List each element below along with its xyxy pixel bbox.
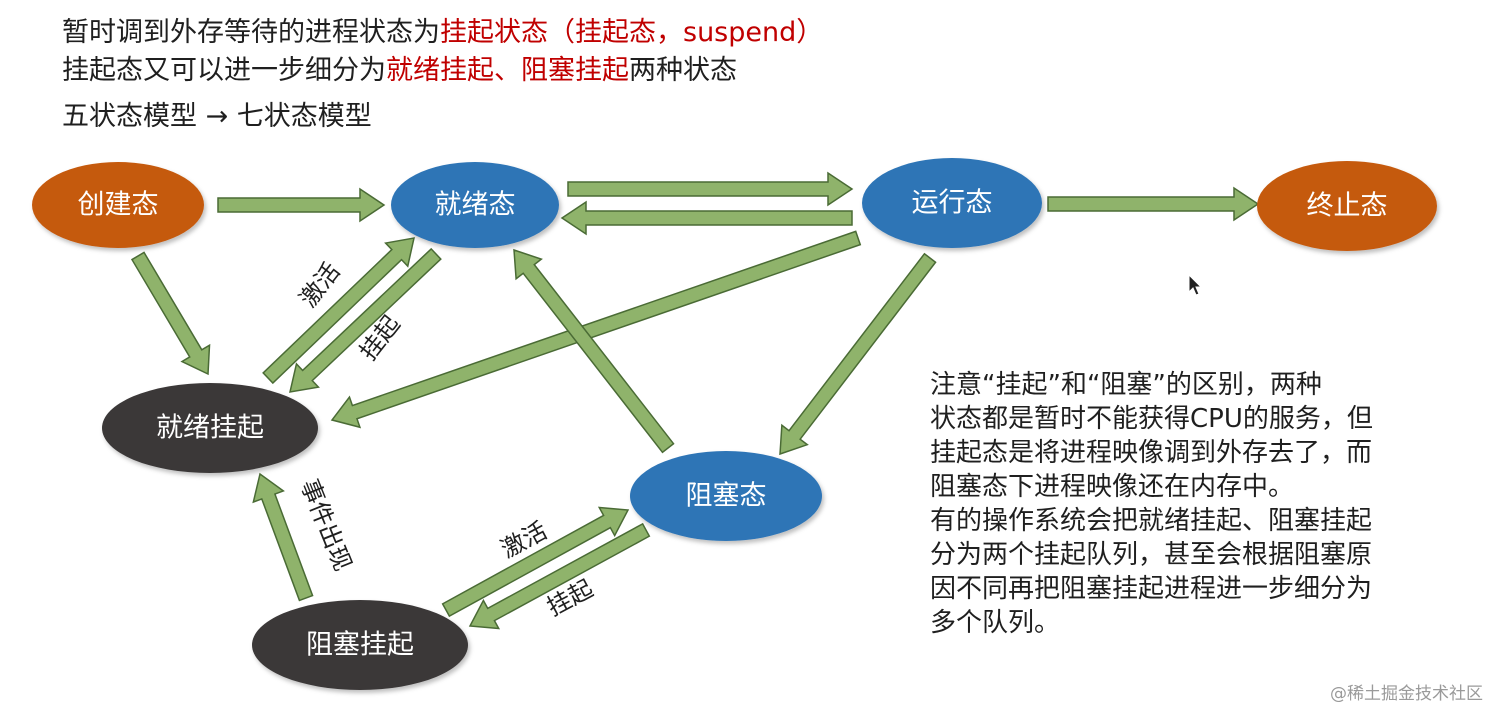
arrow-create-to-ready <box>217 187 386 223</box>
note-line: 阻塞态下进程映像还在内存中。 <box>930 472 1295 502</box>
note-line: 分为两个挂起队列，甚至会根据阻塞原 <box>930 540 1373 570</box>
note-line: 因不同再把阻塞挂起进程进一步细分为 <box>930 574 1373 604</box>
header-separator: 、 <box>494 55 521 86</box>
arrow-blocked-suspend-to-ready-suspend <box>252 472 314 602</box>
note-line: 多个队列。 <box>930 608 1061 638</box>
arrow-running-to-blocked <box>779 252 937 456</box>
note-box: 注意“挂起”和“阻塞”的区别，两种 状态都是暂时不能获得CPU的服务，但 挂起态… <box>930 368 1470 640</box>
node-blocked-suspend-label: 阻塞挂起 <box>306 630 414 661</box>
note-line: 挂起态是将进程映像调到外存去了，而 <box>930 438 1373 468</box>
header-blocked-suspend-highlight: 阻塞挂起 <box>521 55 629 86</box>
node-blocked-suspend: 阻塞挂起 <box>252 600 468 690</box>
node-terminate-label: 终止态 <box>1307 191 1388 222</box>
arrow-ready-suspend-to-ready <box>262 237 415 385</box>
arrow-blocked-suspend-to-blocked <box>441 506 630 618</box>
node-running: 运行态 <box>862 158 1042 248</box>
node-ready-suspend: 就绪挂起 <box>102 383 318 473</box>
arrow-running-to-ready-suspend <box>330 230 862 429</box>
node-ready-suspend-label: 就绪挂起 <box>156 413 264 444</box>
node-terminate: 终止态 <box>1257 161 1437 251</box>
arrow-ready-to-running <box>567 171 854 207</box>
node-ready: 就绪态 <box>391 162 559 248</box>
note-line: 注意“挂起”和“阻塞”的区别，两种 <box>930 370 1322 400</box>
label-event-occurs: 事件出现 <box>295 475 357 574</box>
header-line-1: 暂时调到外存等待的进程状态为挂起状态（挂起态，suspend） <box>62 16 823 50</box>
transition-arrows <box>130 171 1260 630</box>
node-create-label: 创建态 <box>78 190 159 221</box>
node-running-label: 运行态 <box>912 188 993 219</box>
arrow-ready-to-ready-suspend <box>289 247 442 393</box>
header-line-2-text: 挂起态又可以进一步细分为 <box>62 55 386 86</box>
note-line: 状态都是暂时不能获得CPU的服务，但 <box>930 404 1373 434</box>
arrow-create-to-ready-suspend <box>130 251 211 376</box>
node-blocked-label: 阻塞态 <box>686 481 767 512</box>
node-ready-label: 就绪态 <box>435 190 516 221</box>
header-line-3: 五状态模型 → 七状态模型 <box>62 101 372 132</box>
node-create: 创建态 <box>32 162 204 248</box>
header-ready-suspend-highlight: 就绪挂起 <box>386 55 494 86</box>
arrow-running-to-terminate <box>1047 186 1260 222</box>
arrow-running-to-ready <box>560 200 853 236</box>
header-line-1-highlight: 挂起状态（挂起态，suspend） <box>440 17 824 48</box>
watermark: @稀土掘金技术社区 <box>1330 684 1483 704</box>
node-blocked: 阻塞态 <box>630 451 822 541</box>
note-line: 有的操作系统会把就绪挂起、阻塞挂起 <box>930 506 1373 536</box>
header-line-2: 挂起态又可以进一步细分为就绪挂起、阻塞挂起两种状态 <box>62 54 737 88</box>
mouse-cursor-icon <box>1188 274 1203 296</box>
arrow-blocked-to-blocked-suspend <box>468 522 651 630</box>
arrow-blocked-to-ready <box>513 248 675 454</box>
header-line-1-text: 暂时调到外存等待的进程状态为 <box>62 17 440 48</box>
header-line-2-tail: 两种状态 <box>629 55 737 86</box>
